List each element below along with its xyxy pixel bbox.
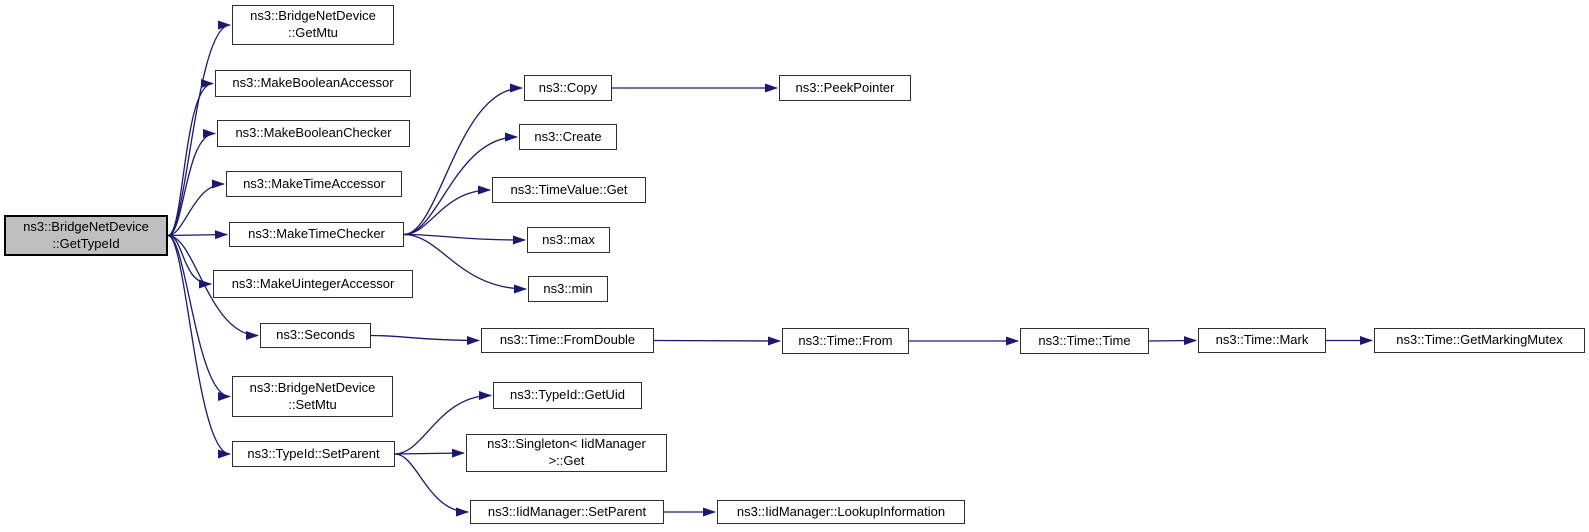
graph-node-fromdouble[interactable]: ns3::Time::FromDouble xyxy=(481,328,654,353)
call-edge-seconds-fromdouble xyxy=(370,334,480,345)
call-edge-gettypeid-makeuintegeraccessor xyxy=(167,234,212,289)
graph-node-makebooleanaccessor[interactable]: ns3::MakeBooleanAccessor xyxy=(215,70,411,97)
call-edge-typeidsetparent-iidsetparent xyxy=(394,453,469,517)
graph-node-max[interactable]: ns3::max xyxy=(527,227,610,253)
call-edge-maketimechecker-timevalueget xyxy=(403,185,491,236)
call-edge-gettypeid-typeidsetparent xyxy=(167,234,231,459)
call-edge-gettypeid-makebooleanchecker xyxy=(167,129,216,237)
graph-node-typeidsetparent[interactable]: ns3::TypeId::SetParent xyxy=(232,441,395,467)
graph-node-seconds[interactable]: ns3::Seconds xyxy=(260,323,371,348)
graph-node-iidsetparent[interactable]: ns3::IidManager::SetParent xyxy=(470,500,664,524)
graph-node-peekpointer[interactable]: ns3::PeekPointer xyxy=(779,75,911,101)
call-edge-gettypeid-setmtu xyxy=(167,234,231,401)
graph-node-create[interactable]: ns3::Create xyxy=(519,124,617,150)
call-edge-gettypeid-maketimeaccessor xyxy=(167,179,225,237)
graph-node-timevalueget[interactable]: ns3::TimeValue::Get xyxy=(492,177,646,203)
call-edge-gettypeid-maketimechecker xyxy=(167,230,228,240)
call-edge-gettypeid-makebooleanaccessor xyxy=(167,79,214,237)
graph-node-getmtu[interactable]: ns3::BridgeNetDevice ::GetMtu xyxy=(232,5,394,45)
call-edge-typeidsetparent-singletonget xyxy=(394,448,465,458)
graph-node-gettypeid: ns3::BridgeNetDevice ::GetTypeId xyxy=(4,215,168,256)
graph-node-singletonget[interactable]: ns3::Singleton< IidManager >::Get xyxy=(466,434,667,472)
graph-node-min[interactable]: ns3::min xyxy=(528,276,608,302)
graph-node-timefrom[interactable]: ns3::Time::From xyxy=(782,328,909,354)
call-edge-timetime-timemark xyxy=(1148,336,1197,346)
graph-node-makebooleanchecker[interactable]: ns3::MakeBooleanChecker xyxy=(217,120,410,147)
call-edge-maketimechecker-copy xyxy=(403,83,523,236)
graph-node-makeuintegeraccessor[interactable]: ns3::MakeUintegerAccessor xyxy=(213,270,413,298)
graph-node-maketimeaccessor[interactable]: ns3::MakeTimeAccessor xyxy=(226,171,402,197)
graph-node-timemark[interactable]: ns3::Time::Mark xyxy=(1198,328,1326,353)
graph-node-setmtu[interactable]: ns3::BridgeNetDevice ::SetMtu xyxy=(232,376,393,417)
graph-node-lookupinformation[interactable]: ns3::IidManager::LookupInformation xyxy=(717,500,965,524)
graph-node-timetime[interactable]: ns3::Time::Time xyxy=(1020,328,1149,354)
graph-node-getmarkingmutex[interactable]: ns3::Time::GetMarkingMutex xyxy=(1374,328,1585,353)
graph-node-maketimechecker[interactable]: ns3::MakeTimeChecker xyxy=(229,222,404,247)
graph-node-typeidgetuid[interactable]: ns3::TypeId::GetUid xyxy=(493,382,642,409)
call-edge-fromdouble-timefrom xyxy=(653,336,781,346)
graph-node-copy[interactable]: ns3::Copy xyxy=(524,75,612,101)
call-edge-maketimechecker-max xyxy=(403,233,526,245)
call-edge-maketimechecker-min xyxy=(403,233,527,294)
